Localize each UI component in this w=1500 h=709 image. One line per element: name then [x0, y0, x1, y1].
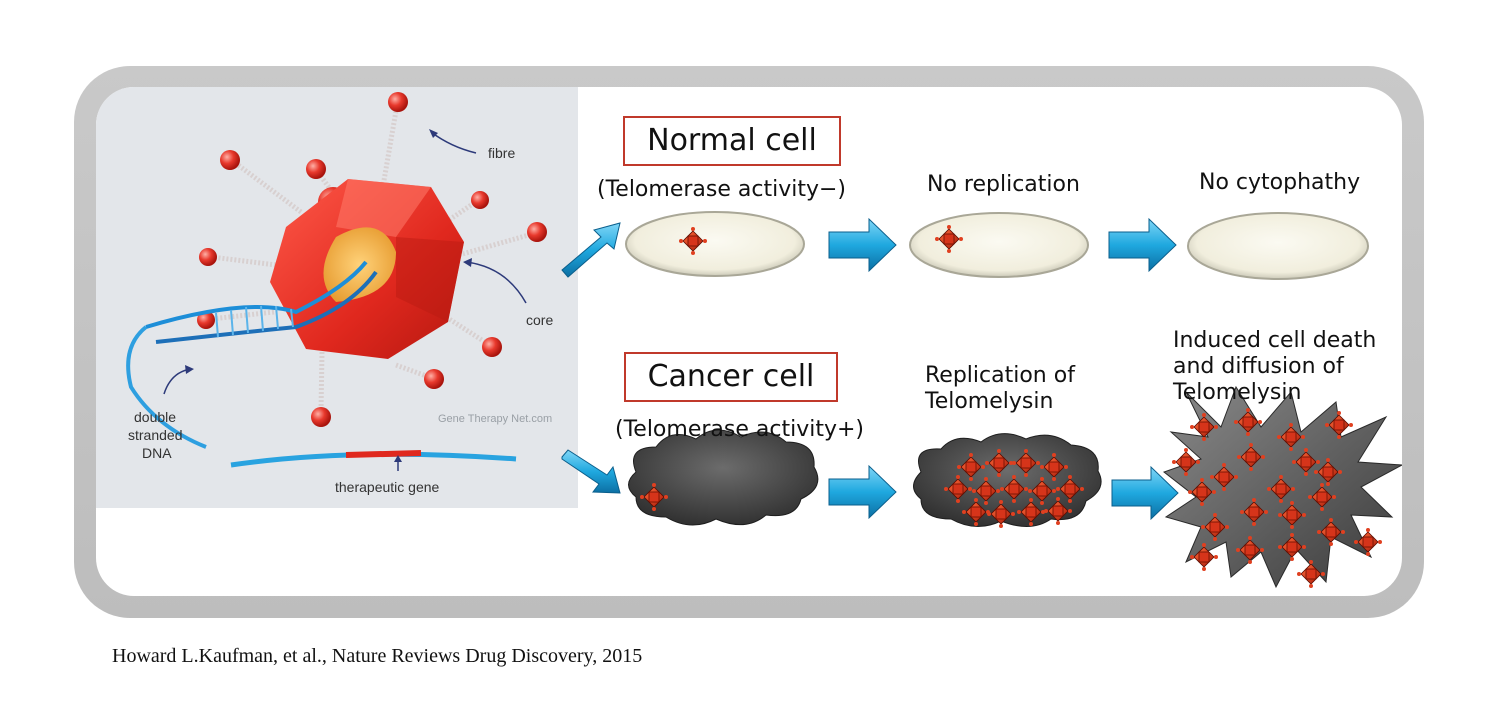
arrow-to-normal-cell — [561, 222, 621, 278]
arrow-normal-1 — [828, 217, 897, 273]
adenovirus-drawing — [126, 92, 547, 471]
cell-death-label-line3: Telomelysin — [1173, 380, 1302, 405]
fibre-label: fibre — [488, 145, 516, 161]
dna-label-line2: stranded — [128, 427, 183, 443]
normal-cell-1 — [625, 211, 805, 277]
normal-cell-3 — [1187, 212, 1369, 280]
dna-label-line1: double — [134, 409, 177, 425]
cancer-telomerase-activity: (Telomerase activity+) — [615, 417, 864, 442]
replication-label-line1: Replication of — [925, 363, 1075, 388]
diagram-canvas: fibre core double stranded DNA therapeut… — [96, 87, 1402, 596]
arrow-normal-2 — [1108, 217, 1177, 273]
therapeutic-gene-label: therapeutic gene — [335, 479, 440, 495]
watermark: Gene Therapy Net.com — [438, 413, 553, 425]
adenovirus-illustration: fibre core double stranded DNA therapeut… — [96, 87, 578, 508]
no-cytopathy-label: No cytophathy — [1199, 170, 1361, 195]
citation: Howard L.Kaufman, et al., Nature Reviews… — [112, 645, 643, 667]
cell-death-label-line1: Induced cell death — [1173, 328, 1377, 353]
dna-label-line3: DNA — [142, 445, 172, 461]
cancer-cell-1 — [628, 429, 819, 526]
fibre-spikes — [210, 104, 533, 412]
arrow-cancer-1 — [828, 464, 897, 520]
cancer-cell-title: Cancer cell — [624, 352, 838, 402]
gene-segment — [345, 450, 422, 458]
arrow-to-cancer-cell — [561, 449, 621, 494]
arrow-cancer-2 — [1111, 465, 1179, 521]
core-label: core — [526, 312, 554, 328]
replication-label-line2: Telomelysin — [925, 389, 1054, 414]
pathway-graphics — [561, 211, 1402, 589]
dna-rungs — [215, 305, 294, 338]
normal-cell-2 — [909, 212, 1089, 278]
cell-death-label-line2: and diffusion of — [1173, 354, 1344, 379]
no-replication-label: No replication — [927, 172, 1080, 197]
normal-telomerase-activity: (Telomerase activity−) — [597, 177, 846, 202]
normal-cell-title: Normal cell — [623, 116, 841, 166]
